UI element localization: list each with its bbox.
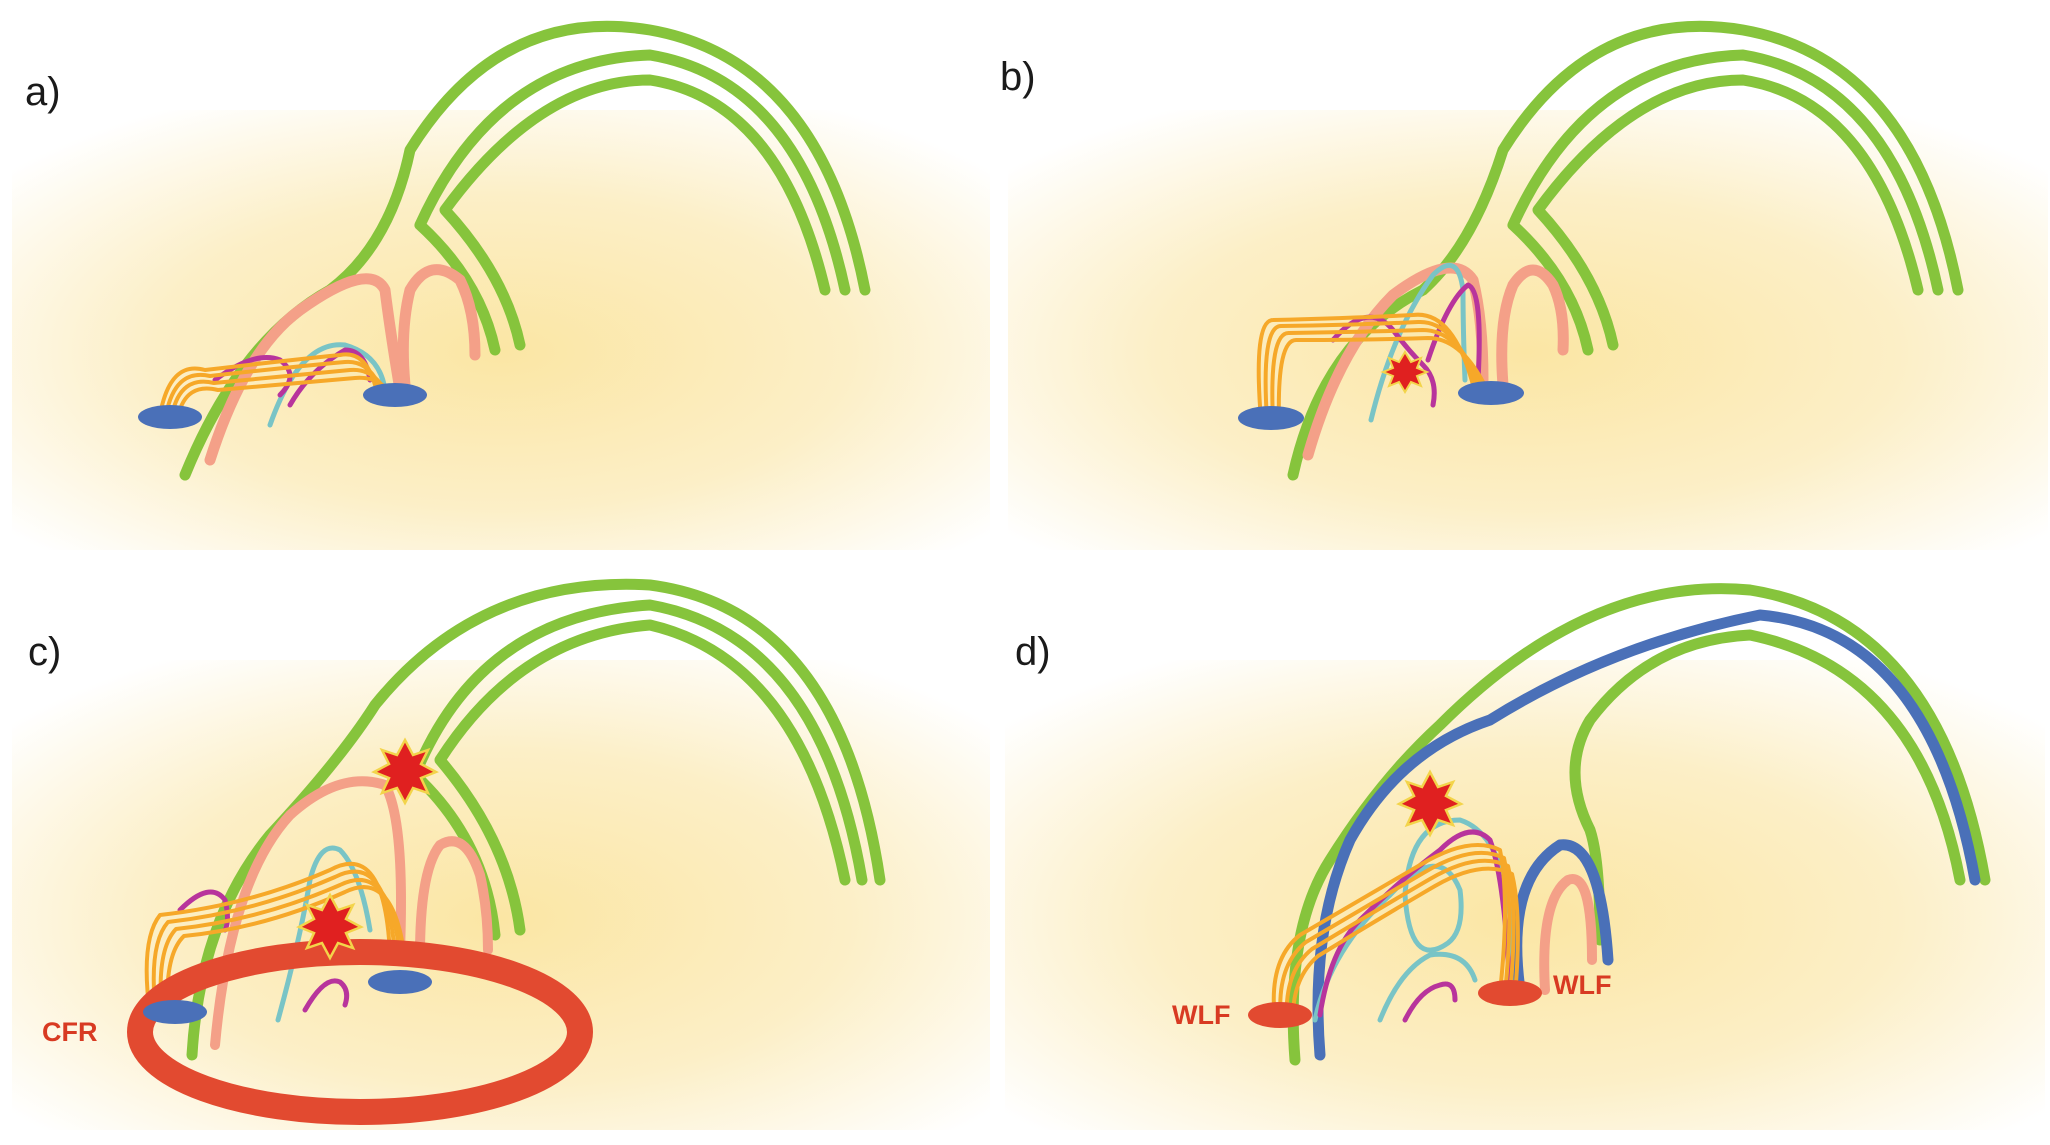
footpoint-left (143, 1000, 207, 1024)
large-loops (1287, 583, 1991, 1066)
orange-bundle (144, 861, 407, 1018)
orange-bundle (158, 352, 392, 418)
cyan-loop-lower (1377, 951, 1478, 1023)
reconnected-loop (1312, 609, 1981, 1061)
panel-a: a) (12, 20, 990, 550)
footpoint-right (363, 383, 427, 407)
wlf-footpoint-left (1248, 1002, 1312, 1028)
wlf-label-left: WLF (1172, 1000, 1230, 1030)
wlf-footpoint-right (1478, 980, 1542, 1006)
reconnection-star-icon (296, 892, 364, 961)
panel-c: c) CFR (12, 578, 990, 1130)
panel-c-label: c) (28, 630, 61, 674)
orange-bundle (1271, 843, 1520, 1023)
salmon-loops (210, 776, 493, 1050)
footpoint-left (1238, 406, 1304, 430)
cyan-loop (1368, 262, 1468, 423)
panel-a-label: a) (25, 70, 61, 114)
panel-d-label: d) (1015, 630, 1051, 674)
magenta-loop (177, 889, 350, 1013)
salmon-loop (1539, 874, 1597, 995)
footpoint-right (368, 970, 432, 994)
orange-bundle (1256, 312, 1490, 423)
reconnection-star-icon (1396, 769, 1464, 838)
reconnection-star-icon (1380, 350, 1430, 394)
panel-b-label: b) (1000, 55, 1036, 99)
cfr-ring (127, 939, 593, 1125)
panel-b: b) (1000, 20, 2048, 550)
wlf-label-right: WLF (1553, 970, 1611, 1000)
panel-d: d) WLF WLF (1005, 583, 2045, 1130)
reconnection-star-icon (371, 737, 439, 806)
footpoint-left (138, 405, 202, 429)
panel-a-background (12, 110, 990, 550)
large-loops (186, 578, 886, 1061)
footpoint-right (1458, 381, 1524, 405)
panel-c-background (12, 660, 990, 1130)
panel-b-background (1008, 110, 2048, 550)
cfr-label: CFR (42, 1017, 98, 1047)
